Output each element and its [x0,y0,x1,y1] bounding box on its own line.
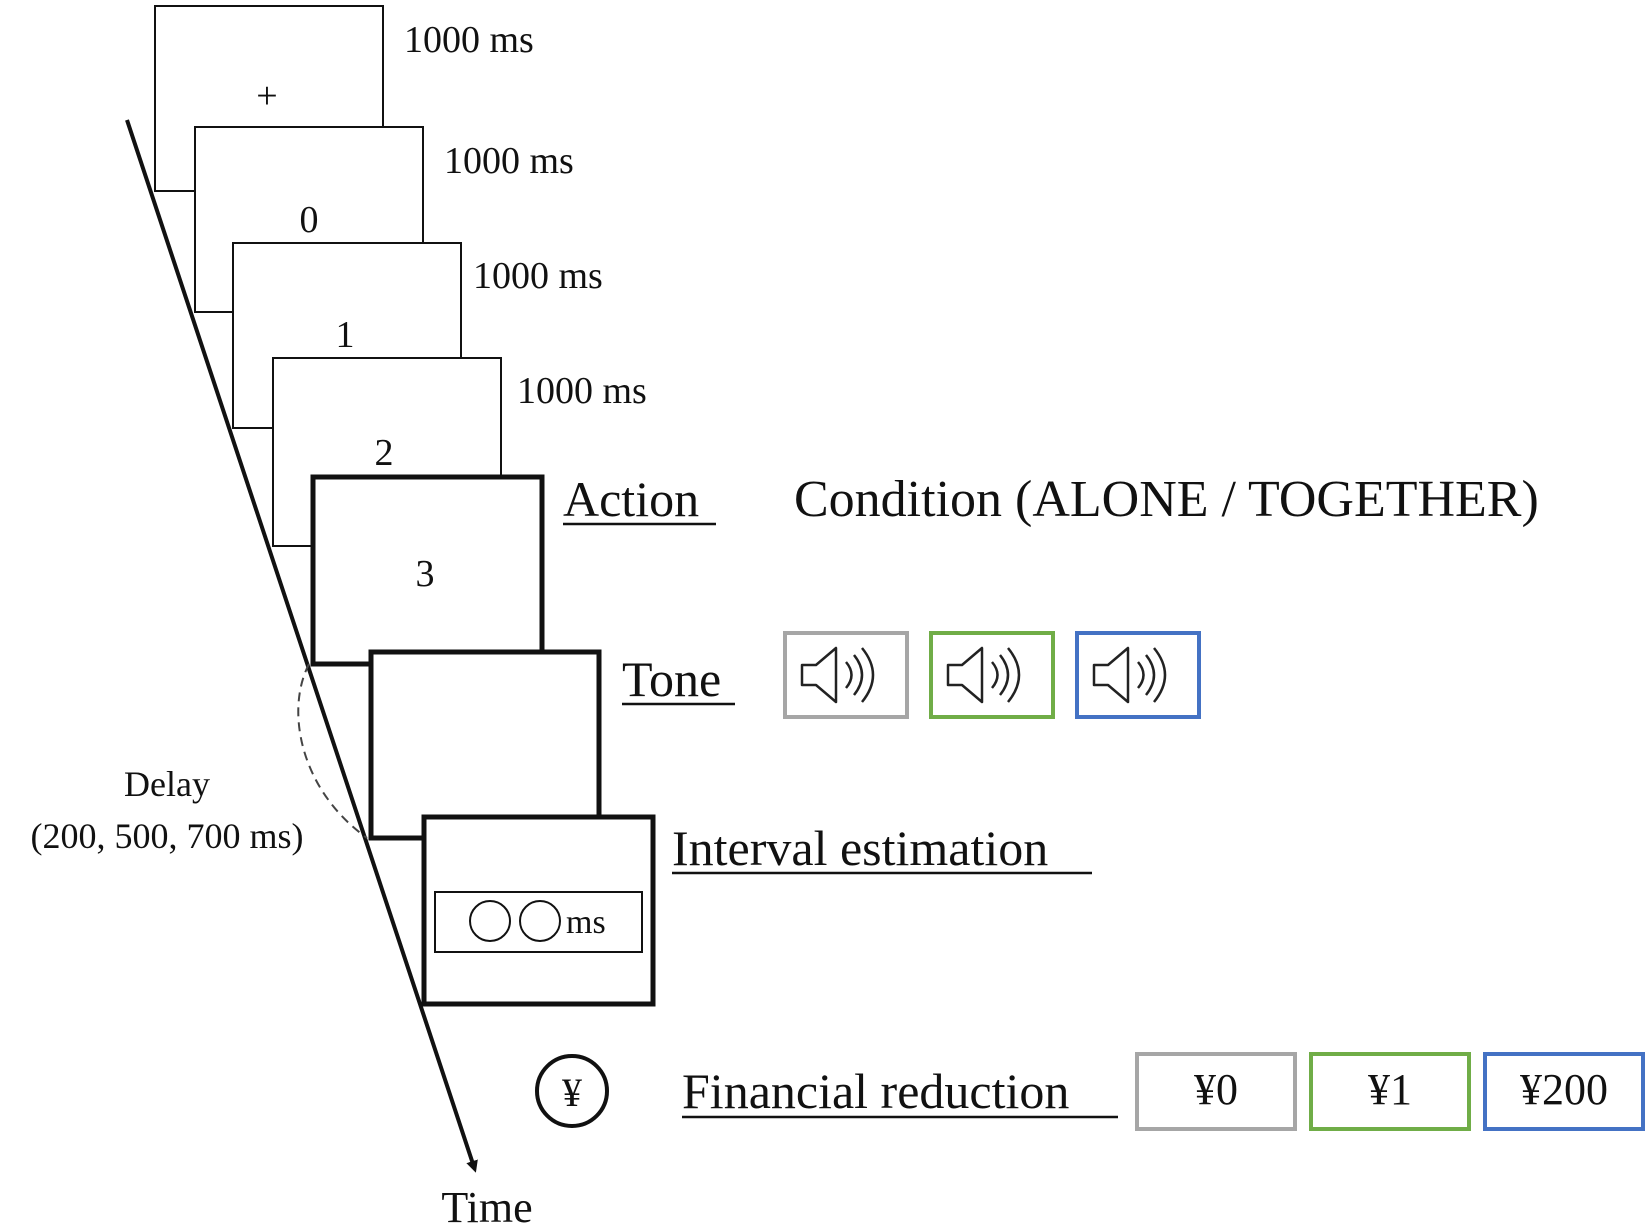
speaker-icon [946,646,1021,704]
estimation-input-field: ms [434,891,643,953]
yen-coin-icon: ¥ [535,1054,609,1128]
speaker-icon [1092,646,1167,704]
financial-option-blue-label: ¥200 [1520,1065,1608,1114]
yen-coin-symbol: ¥ [562,1070,582,1115]
step-tone-label: Tone [622,651,721,707]
tone-icon-box-blue [1075,631,1201,719]
tone-icon-box-green [929,631,1055,719]
digit-placeholder-icon [469,900,511,942]
screen-count-1-content: 1 [336,314,355,356]
screen-interval-estimation: ms [421,814,656,1007]
condition-label: Condition (ALONE / TOGETHER) [794,471,1539,528]
screen-count-1: 1 1000 ms [232,242,603,429]
screen-count-2-content: 2 [375,432,394,474]
step-financial-reduction-label: Financial reduction [682,1063,1069,1119]
delay-label: Delay [124,764,210,804]
tone-icon-box-gray [783,631,909,719]
delay-arc [297,663,368,839]
speaker-icon [800,646,875,704]
financial-option-gray: ¥0 [1135,1052,1297,1131]
financial-option-gray-label: ¥0 [1194,1065,1238,1114]
screen-count-1-duration: 1000 ms [473,255,603,297]
digit-placeholder-icon [519,900,561,942]
screen-action-content: 3 [416,553,435,595]
screen-fixation-duration: 1000 ms [404,19,534,61]
screen-tone [368,649,602,841]
step-action-label: Action [563,471,699,527]
screen-count-0-content: 0 [300,199,319,241]
financial-option-blue: ¥200 [1483,1052,1645,1131]
financial-option-green: ¥1 [1309,1052,1471,1131]
screen-count-0-duration: 1000 ms [444,140,574,182]
screen-fixation-content: + [256,75,277,117]
screen-action: 3 [310,474,545,667]
financial-option-green-label: ¥1 [1368,1065,1412,1114]
screen-count-2-duration: 1000 ms [517,370,647,412]
step-interval-estimation-label: Interval estimation [672,820,1048,876]
time-label: Time [441,1183,532,1227]
delay-values: (200, 500, 700 ms) [31,816,304,856]
time-arrow [125,119,478,1173]
estimation-unit: ms [566,904,606,941]
